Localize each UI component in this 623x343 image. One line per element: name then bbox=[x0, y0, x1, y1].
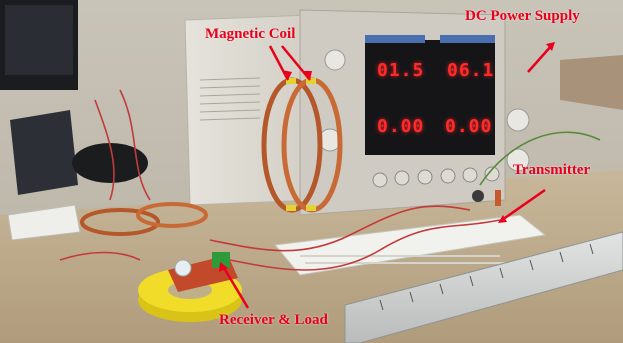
transmitter-arrowhead bbox=[498, 215, 507, 223]
voltage-readout-ch2: 06.1 bbox=[447, 60, 495, 81]
resistor bbox=[495, 190, 501, 206]
transistor bbox=[472, 190, 484, 202]
monitor-screen bbox=[5, 5, 73, 75]
transmitter-arrow bbox=[501, 188, 546, 222]
receiver-coil bbox=[80, 208, 160, 236]
knob bbox=[506, 148, 530, 172]
transmitter-label: Transmitter bbox=[513, 162, 591, 178]
voltage-readout-ch1: 01.5 bbox=[377, 60, 425, 81]
transmitter-breadboard bbox=[274, 214, 547, 276]
knob bbox=[324, 49, 346, 71]
computer-mouse bbox=[72, 143, 148, 183]
receiver-load-label: Receiver & Load bbox=[219, 312, 328, 328]
shelf bbox=[560, 55, 623, 110]
dc-power-supply-label: DC Power Supply bbox=[465, 8, 580, 24]
breadboard-holes bbox=[300, 255, 505, 264]
current-readout-ch2: 0.00 bbox=[445, 116, 493, 137]
keyboard bbox=[10, 110, 78, 195]
knob bbox=[506, 108, 530, 132]
terminal-block bbox=[212, 252, 230, 268]
led-load bbox=[174, 259, 192, 277]
display-badge-right bbox=[440, 35, 495, 43]
small-breadboard bbox=[7, 204, 81, 241]
metal-ruler bbox=[344, 231, 623, 343]
current-readout-ch1: 0.00 bbox=[377, 116, 425, 137]
coil-arrowhead-2 bbox=[302, 71, 312, 80]
psu-arrow bbox=[527, 44, 553, 73]
coil-arrowhead-1 bbox=[282, 70, 292, 80]
receiver-arrow bbox=[222, 267, 250, 309]
ruler-ticks bbox=[379, 243, 594, 311]
magnetic-coil-label: Magnetic Coil bbox=[205, 26, 296, 42]
display-badge-left bbox=[365, 35, 425, 43]
vent-grille bbox=[199, 77, 261, 121]
psu-arrowhead bbox=[546, 42, 555, 51]
wires bbox=[59, 89, 601, 271]
receiver-coil bbox=[136, 202, 208, 228]
output-terminals bbox=[372, 166, 500, 188]
coil-tape bbox=[286, 78, 316, 211]
arrow-heads bbox=[219, 42, 555, 272]
receiver-arrowhead bbox=[219, 262, 228, 272]
display-panel bbox=[365, 40, 495, 155]
